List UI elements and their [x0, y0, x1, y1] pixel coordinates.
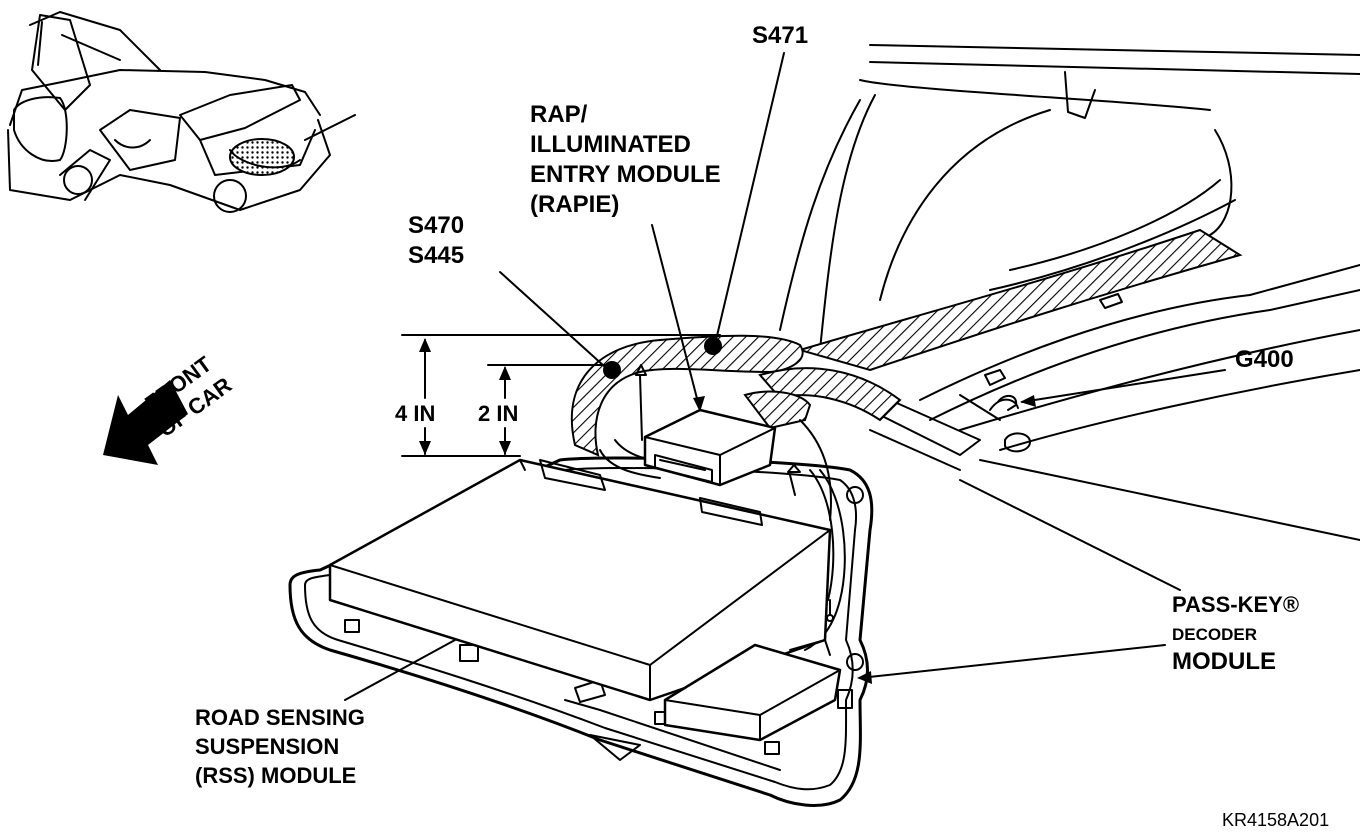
dimension-lines: 4 IN 2 IN: [395, 334, 721, 457]
rapie-module: [635, 364, 834, 622]
rss-label-line3: (RSS) MODULE: [195, 763, 356, 788]
front-of-car-indicator: FRONT OF CAR: [103, 351, 236, 465]
rapie-label-line4: (RAPIE): [530, 191, 619, 218]
callout-labels: S471 RAP/ ILLUMINATED ENTRY MODULE (RAPI…: [195, 22, 1329, 830]
rapie-label-line1: RAP/: [530, 101, 588, 128]
splice-s470-marker: [603, 361, 621, 379]
rss-label-line1: ROAD SENSING: [195, 705, 365, 730]
dimension-2in-label: 2 IN: [478, 401, 518, 426]
figure-code-label: KR4158A201: [1222, 810, 1329, 830]
wiring-harness: [570, 334, 902, 651]
rapie-label-line2: ILLUMINATED: [530, 131, 691, 158]
ground-g400-marker: [997, 394, 1018, 411]
vehicle-body-linework: [779, 44, 1360, 591]
passkey-decoder-module: [663, 639, 842, 742]
splice-s445-label: S445: [408, 242, 464, 269]
dimension-4in-label: 4 IN: [395, 401, 435, 426]
splice-s471-marker: [704, 337, 722, 355]
rss-label-line2: SUSPENSION: [195, 734, 339, 759]
front-arrow-icon: [103, 380, 188, 465]
rss-module: [328, 458, 832, 702]
passkey-label-line2: DECODER: [1172, 625, 1257, 644]
rapie-label-line3: ENTRY MODULE: [530, 161, 721, 188]
splice-s471-label: S471: [752, 22, 808, 49]
leader-lines: [344, 52, 1226, 701]
passkey-label-line1: PASS-KEY®: [1172, 592, 1299, 617]
car-locator-inset: [7, 11, 356, 213]
passkey-label-line3: MODULE: [1172, 648, 1276, 675]
ground-g400-label: G400: [1235, 346, 1294, 373]
splice-s470-label: S470: [408, 212, 464, 239]
